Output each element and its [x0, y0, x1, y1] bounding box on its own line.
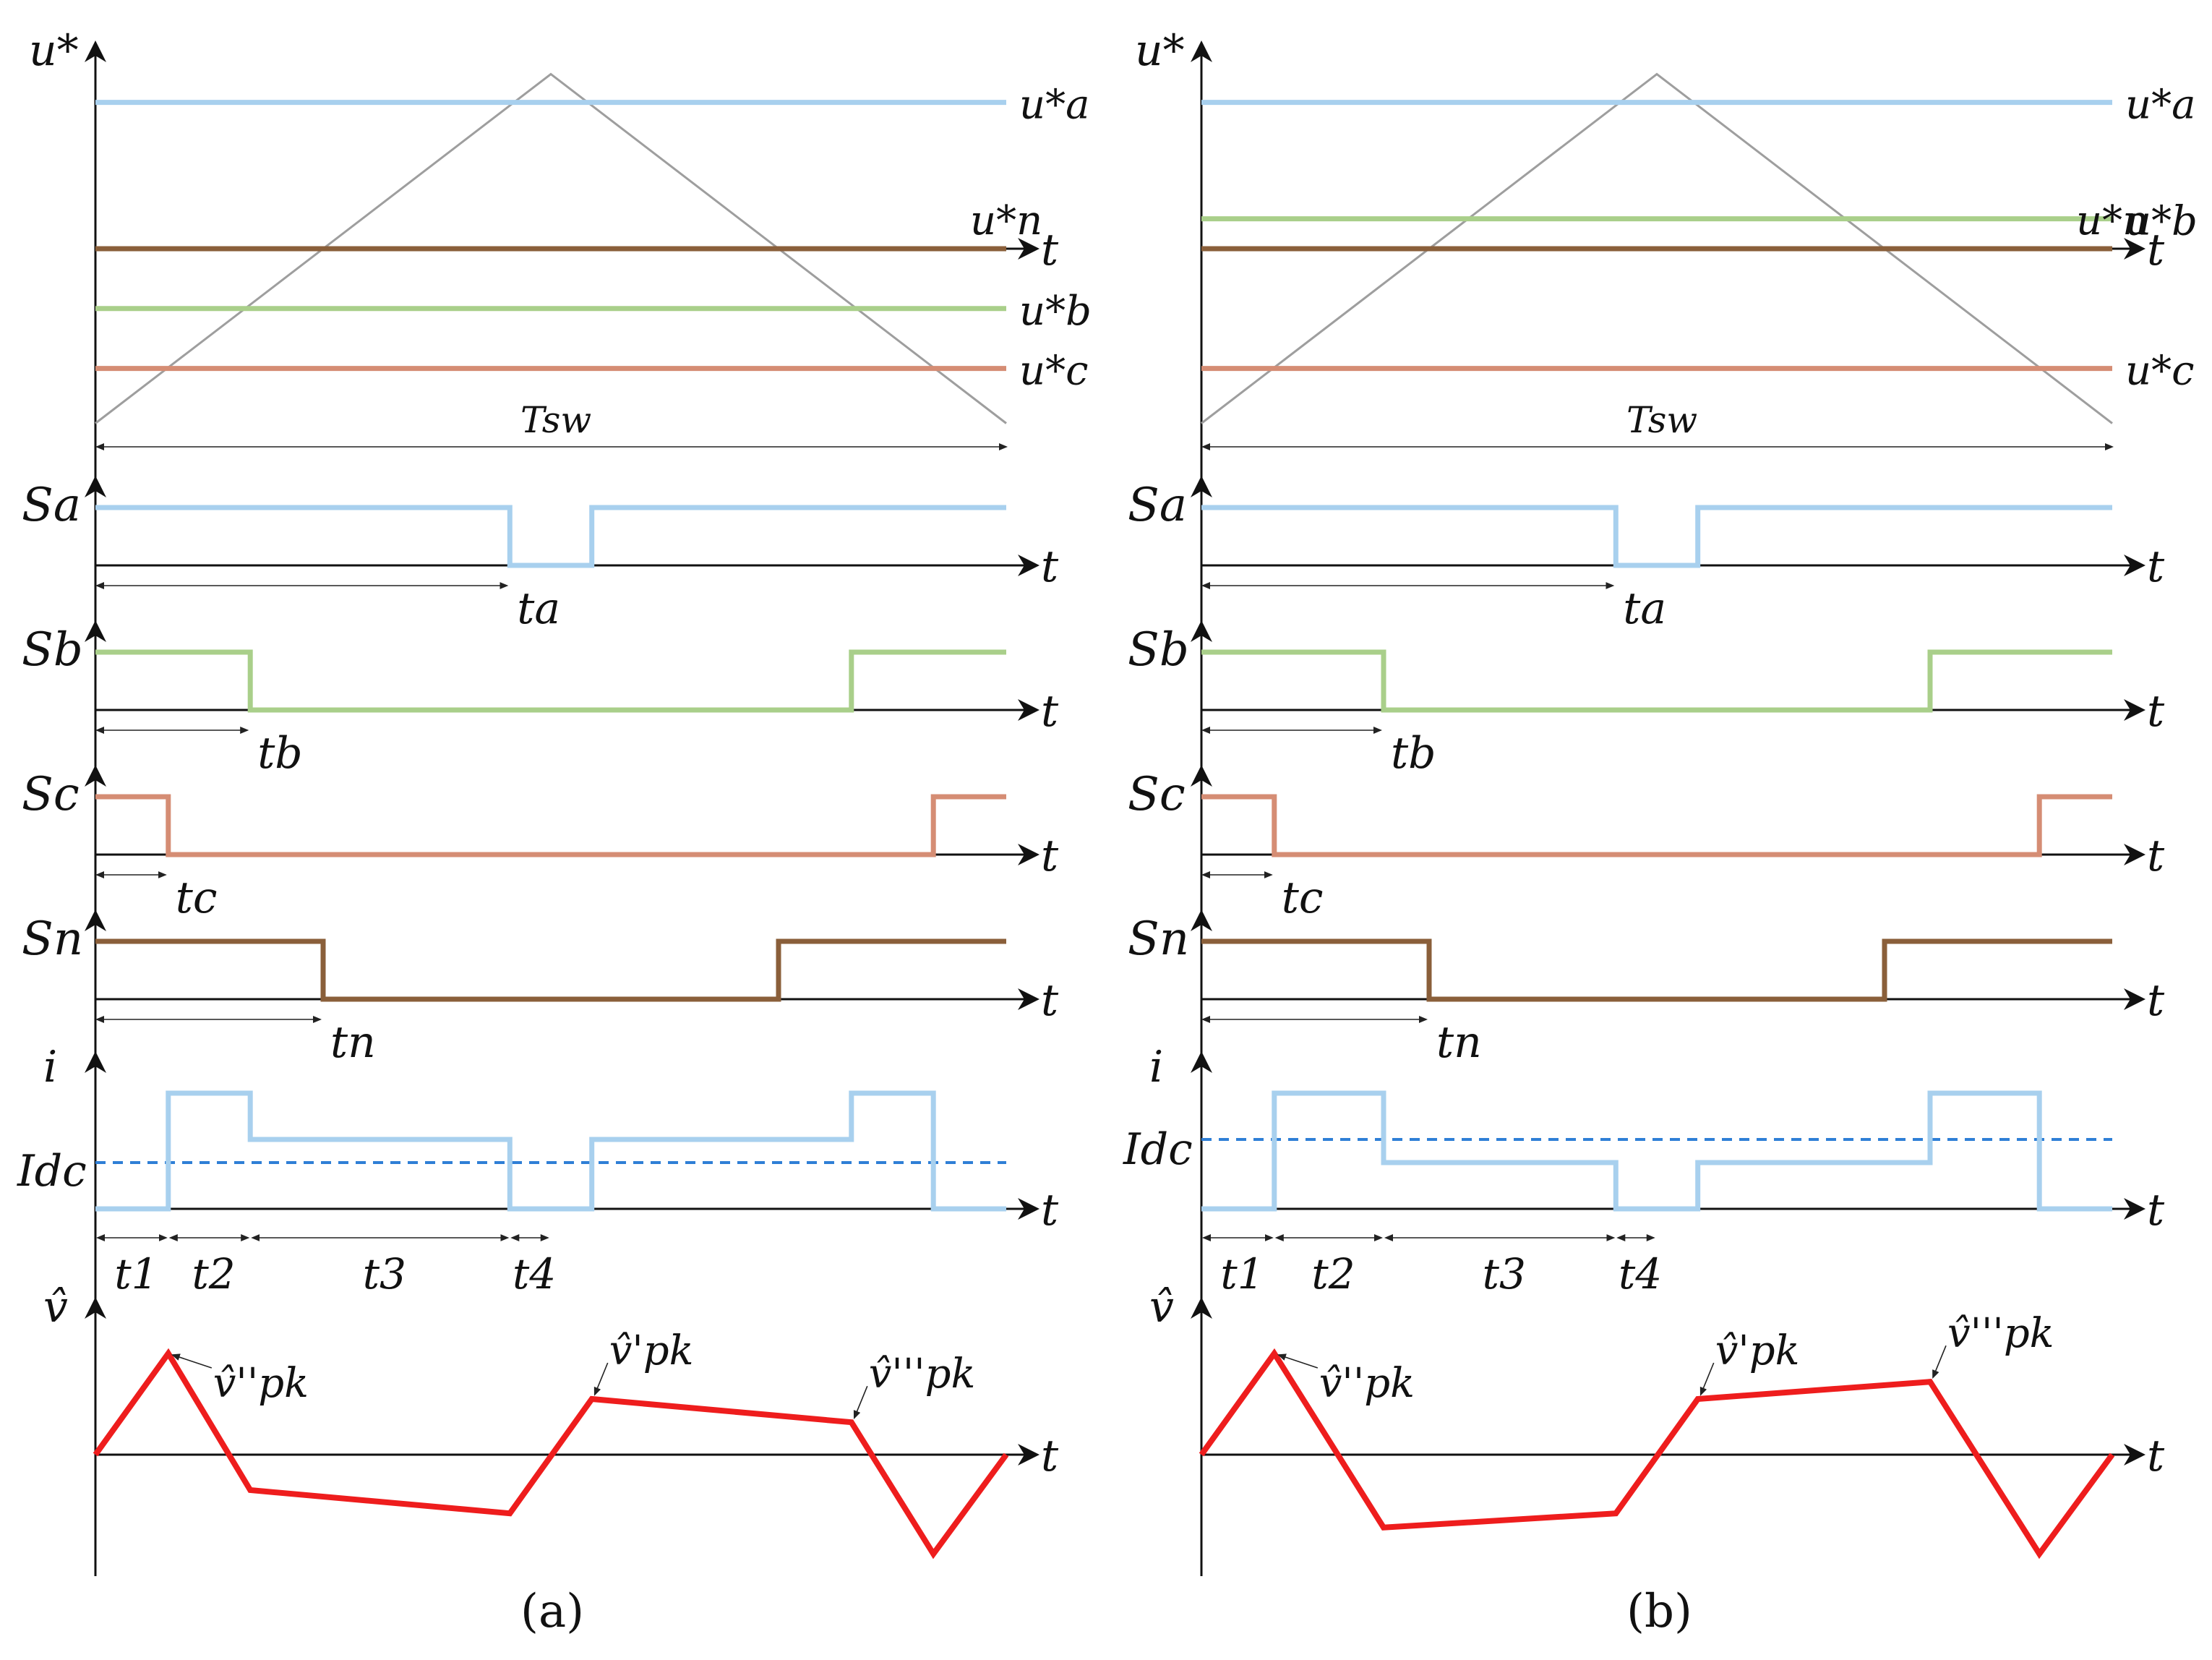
sc-t-label: t	[1041, 831, 1059, 881]
sb-row: Sb t tb	[1128, 620, 2165, 779]
i-label: i	[1149, 1042, 1163, 1092]
sc-row: Sc t tc	[22, 765, 1059, 923]
panel-b: u* t u*a u*n u*b u*c Tsw Sa t ta Sb t tb	[1123, 25, 2198, 1638]
sa-t-label: t	[1041, 542, 1059, 592]
sb-t-label: t	[2147, 686, 2165, 737]
sn-t-label: t	[2147, 975, 2165, 1026]
vpk1-label: v̂'pk	[1715, 1327, 1800, 1374]
vpk2-label: v̂''pk	[1319, 1360, 1415, 1407]
current-row: i Idc t t1 t2 t3 t4	[1123, 1042, 2165, 1299]
carrier-wave	[1201, 72, 2113, 424]
vpk1-label: v̂'pk	[609, 1327, 694, 1374]
t4-label: t4	[1619, 1249, 1662, 1299]
sc-waveform	[95, 794, 1006, 857]
idc-label: Idc	[17, 1146, 87, 1197]
t3-label: t3	[363, 1249, 406, 1299]
sc-t-label: t	[2147, 831, 2165, 881]
voltage-t-label: t	[1041, 1431, 1059, 1481]
vpk2-label: v̂''pk	[213, 1360, 309, 1407]
u-star-label: u*	[1135, 25, 1185, 76]
tsw-label: Tsw	[1626, 399, 1697, 441]
tb-label: tb	[1391, 728, 1436, 779]
ub-label: u*b	[1019, 288, 1092, 335]
sa-label: Sa	[1128, 479, 1187, 532]
t1-label: t1	[114, 1249, 158, 1299]
current-waveform	[1201, 1090, 2112, 1212]
sa-row: Sa t ta	[22, 476, 1059, 634]
tn-label: tn	[330, 1017, 376, 1068]
sa-row: Sa t ta	[1128, 476, 2165, 634]
sa-waveform	[1201, 505, 2112, 568]
current-waveform	[95, 1090, 1006, 1212]
vpk1-pointer	[593, 1362, 609, 1396]
tc-label: tc	[1282, 873, 1324, 923]
ref-t-label: t	[1041, 225, 1059, 275]
panel-caption: (b)	[1626, 1585, 1692, 1638]
sa-label: Sa	[22, 479, 81, 532]
vpk1-pointer	[1699, 1362, 1715, 1396]
vhat-label: v̂	[1149, 1282, 1174, 1332]
ref-t-label: t	[2147, 225, 2165, 275]
sc-row: Sc t tc	[1128, 765, 2165, 923]
voltage-t-label: t	[2147, 1431, 2165, 1481]
panel-a: u* t u*a u*n u*b u*c Tsw Sa t ta Sb t tb	[17, 25, 1092, 1638]
uc-label: u*c	[2125, 348, 2194, 395]
sa-waveform	[95, 505, 1006, 568]
t2-label: t2	[1311, 1249, 1355, 1299]
current-t-label: t	[2147, 1185, 2165, 1236]
sb-row: Sb t tb	[22, 620, 1059, 779]
t1-label: t1	[1220, 1249, 1264, 1299]
sa-t-label: t	[2147, 542, 2165, 592]
vpk3-pointer	[1932, 1345, 1947, 1379]
tb-label: tb	[257, 728, 303, 779]
ua-label: u*a	[1019, 82, 1089, 129]
voltage-waveform	[93, 1348, 1009, 1560]
t4-label: t4	[513, 1249, 556, 1299]
idc-label: Idc	[1123, 1124, 1193, 1175]
current-row: i Idc t t1 t2 t3 t4	[17, 1042, 1059, 1299]
sb-t-label: t	[1041, 686, 1059, 737]
tsw-label: Tsw	[520, 399, 591, 441]
sb-label: Sb	[22, 623, 83, 677]
ta-label: ta	[1623, 583, 1666, 634]
sn-row: Sn t tn	[22, 910, 1059, 1068]
voltage-row: v̂ t v̂''pk v̂'pk v̂'''pk	[1149, 1282, 2165, 1576]
vhat-label: v̂	[43, 1282, 68, 1332]
t3-label: t3	[1483, 1249, 1526, 1299]
un-label: u*n	[970, 197, 1042, 244]
voltage-waveform	[1199, 1348, 2115, 1560]
ta-label: ta	[517, 583, 560, 634]
current-t-label: t	[1041, 1185, 1059, 1236]
sn-waveform	[1201, 938, 2112, 1002]
panel-caption: (a)	[520, 1585, 584, 1638]
i-label: i	[43, 1042, 57, 1092]
sn-label: Sn	[1128, 912, 1189, 966]
sn-waveform	[95, 938, 1006, 1002]
sb-waveform	[1201, 649, 2112, 713]
uc-label: u*c	[1019, 348, 1088, 395]
voltage-row: v̂ t v̂''pk v̂'pk v̂'''pk	[43, 1282, 1059, 1576]
vpk3-pointer	[853, 1385, 868, 1420]
u-star-label: u*	[29, 25, 79, 76]
sc-waveform	[1201, 794, 2112, 857]
vpk2-pointer	[171, 1353, 213, 1369]
sn-t-label: t	[1041, 975, 1059, 1026]
tc-label: tc	[176, 873, 218, 923]
sn-row: Sn t tn	[1128, 910, 2165, 1068]
sc-label: Sc	[22, 768, 80, 821]
ua-label: u*a	[2125, 82, 2195, 129]
sc-label: Sc	[1128, 768, 1186, 821]
un-label: u*n	[2076, 197, 2148, 244]
t2-label: t2	[192, 1249, 236, 1299]
vpk3-label: v̂'''pk	[1947, 1310, 2054, 1357]
sb-waveform	[95, 649, 1006, 713]
tn-label: tn	[1436, 1017, 1482, 1068]
vpk3-label: v̂'''pk	[869, 1351, 976, 1398]
sn-label: Sn	[22, 912, 83, 966]
ub-label: u*b	[2125, 198, 2198, 245]
vpk2-pointer	[1277, 1353, 1319, 1369]
sb-label: Sb	[1128, 623, 1189, 677]
